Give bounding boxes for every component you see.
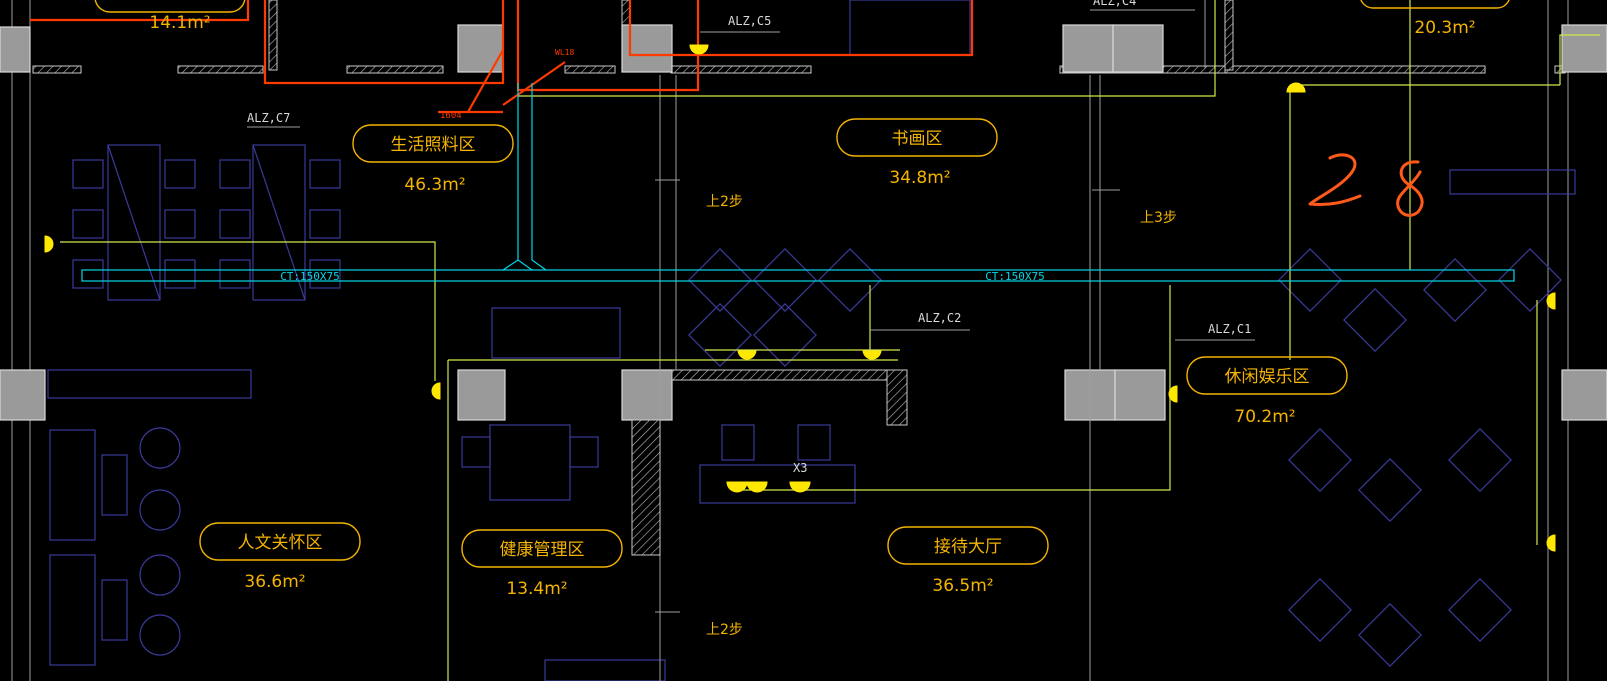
duct-label-left: CT:150X75 bbox=[280, 270, 340, 283]
room-tag-outline bbox=[836, 118, 998, 157]
partial-area-top-left: 14.1m² bbox=[149, 13, 210, 33]
room-tag-shenghuo: 生活照料区 46.3m² bbox=[352, 124, 514, 195]
step-label-up3: 上3步 bbox=[1140, 210, 1177, 226]
room-name: 生活照料区 bbox=[391, 135, 476, 155]
lighting-wiring bbox=[60, 0, 1600, 681]
partition-lines bbox=[631, 0, 1206, 681]
step-labels: 上2步 上3步 上2步 bbox=[706, 194, 1177, 638]
panel-label-c4: ALZ,C4 bbox=[1093, 0, 1136, 8]
room-name: 书画区 bbox=[892, 129, 943, 149]
light-fixtures: X3 bbox=[44, 44, 1556, 552]
room-tag-xiuxian: 休闲娱乐区 70.2m² bbox=[1186, 356, 1348, 427]
panel-label-c1: ALZ,C1 bbox=[1208, 322, 1251, 336]
room-area: 13.4m² bbox=[506, 579, 567, 599]
room-tag-jiedai: 接待大厅 36.5m² bbox=[887, 526, 1049, 596]
panel-label-c5: ALZ,C5 bbox=[728, 14, 771, 28]
room-area: 34.8m² bbox=[889, 168, 950, 188]
room-area: 70.2m² bbox=[1234, 407, 1295, 427]
partial-area-top-right: 20.3m² bbox=[1414, 18, 1475, 38]
room-tag-shuhua: 书画区 34.8m² bbox=[836, 118, 998, 188]
panel-label-c7: ALZ,C7 bbox=[247, 111, 290, 125]
duct-label-right: CT:150X75 bbox=[985, 270, 1045, 283]
room-tag-outline bbox=[199, 522, 361, 561]
room-name: 休闲娱乐区 bbox=[1225, 367, 1310, 387]
structural-columns bbox=[0, 24, 1607, 426]
partial-room-tag-top-left bbox=[94, 0, 246, 13]
step-label-up2-a: 上2步 bbox=[706, 194, 743, 210]
partial-room-tag-top-right bbox=[1360, 0, 1510, 9]
panel-labels: ALZ,C7 ALZ,C5 ALZ,C4 ALZ,C2 ALZ,C1 bbox=[247, 0, 1255, 341]
room-tag-jiankang: 健康管理区 13.4m² bbox=[461, 529, 623, 599]
room-area: 36.5m² bbox=[932, 576, 993, 596]
handwritten-note-text: 28 bbox=[0, 0, 2, 1]
lamp-count-label: X3 bbox=[793, 461, 807, 475]
cable-tray: CT:150X75 CT:150X75 bbox=[81, 83, 1515, 283]
room-name: 人文关怀区 bbox=[238, 533, 323, 553]
handwritten-annotation: 28 bbox=[0, 0, 1424, 217]
room-tag-outline bbox=[461, 529, 623, 568]
room-tag-outline bbox=[1186, 356, 1348, 395]
room-name: 健康管理区 bbox=[500, 540, 585, 560]
room-area: 46.3m² bbox=[404, 175, 465, 195]
furniture bbox=[47, 0, 1576, 681]
small-red-label-1604: 1604 bbox=[440, 111, 462, 121]
room-tag-renwen: 人文关怀区 36.6m² bbox=[199, 522, 361, 592]
room-tag-outline bbox=[352, 124, 514, 163]
room-name: 接待大厅 bbox=[934, 537, 1002, 557]
panel-label-c2: ALZ,C2 bbox=[918, 311, 961, 325]
small-red-label-wl18: WL18 bbox=[555, 48, 574, 57]
step-label-up2-b: 上2步 bbox=[706, 622, 743, 638]
room-area: 36.6m² bbox=[244, 572, 305, 592]
room-tag-outline bbox=[887, 526, 1049, 565]
